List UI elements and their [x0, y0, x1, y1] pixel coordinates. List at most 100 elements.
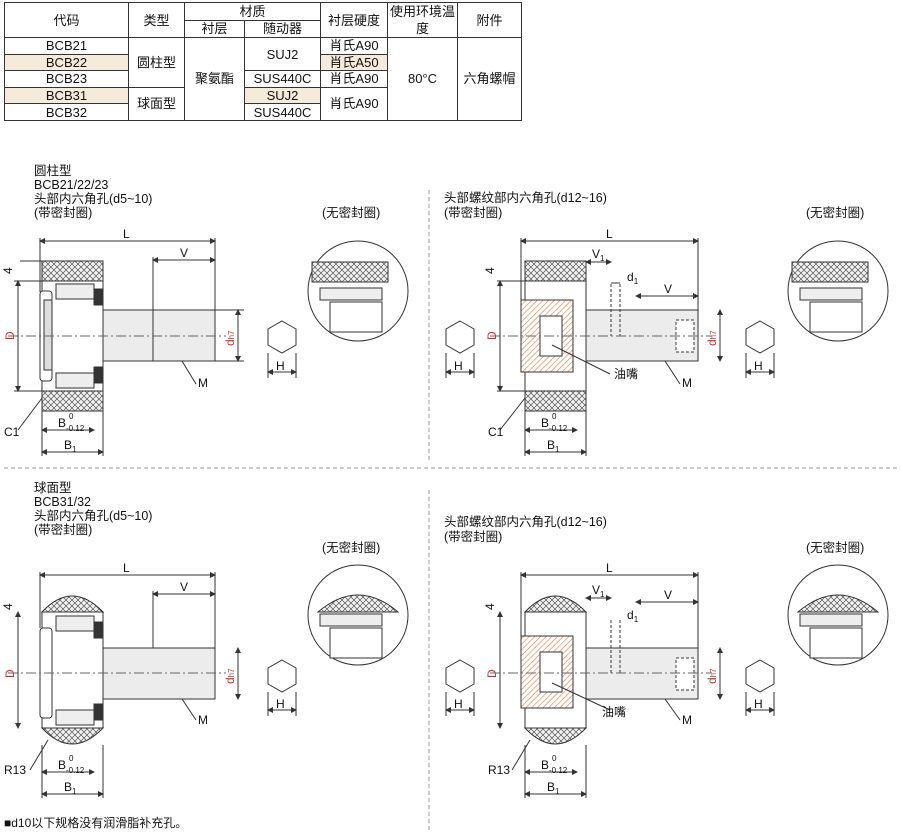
type-sphere: 球面型 [128, 86, 185, 121]
hardness-value: 肖氏A90 [320, 37, 388, 55]
dim-B-upper: 0 [552, 754, 557, 763]
dim-B-upper: 0 [69, 754, 74, 763]
dim-C1: C1 [4, 425, 20, 439]
sph-right-detail [787, 564, 889, 666]
spec-table: 代码 类型 材质 衬层硬度 使用环境温度 附件 衬层 随动器 BCB21 圆柱型… [4, 2, 522, 121]
dim-dh7: dh7 [223, 668, 237, 684]
header-code: 代码 [4, 2, 129, 38]
dim-M: M [198, 376, 208, 390]
dim-B: B-0.12 [541, 416, 568, 433]
cyl-right-drawing [490, 238, 723, 456]
dim-dh7: dh7 [223, 330, 237, 346]
sph-thread-desc: 头部螺纹部内六角孔(d12~16) [444, 515, 607, 529]
dim-B: B-0.12 [541, 758, 568, 775]
sph-unsealed: (无密封圈) [322, 541, 381, 555]
dim-H: H [276, 697, 285, 711]
cyl-unsealed: (无密封圈) [322, 206, 381, 220]
cyl-title: 圆柱型 [34, 164, 72, 178]
cyl-thread-sealed: (带密封圈) [444, 206, 503, 220]
dim-H: H [276, 359, 285, 373]
sph-right-drawing [490, 572, 723, 798]
dim-B-upper: 0 [69, 412, 74, 421]
cyl-left-detail [307, 240, 409, 342]
dim-L: L [606, 227, 613, 241]
dim-L: L [606, 561, 613, 575]
cyl-desc: 头部内六角孔(d5~10) [34, 192, 153, 206]
dim-4: 4 [483, 603, 497, 610]
header-material: 材质 [184, 2, 321, 21]
row-code: BCB22 [4, 53, 129, 72]
dim-D: D [485, 331, 499, 340]
dim-d1: d1 [627, 270, 639, 286]
hardness-value: 肖氏A90 [320, 70, 388, 88]
header-hardness: 衬层硬度 [320, 2, 388, 38]
accessory-value: 六角螺帽 [457, 37, 522, 121]
dim-B1: B1 [547, 780, 560, 796]
sph-thread-unsealed: (无密封圈) [806, 541, 865, 555]
dim-D: D [3, 669, 17, 678]
sph-left-hex [267, 659, 297, 716]
dim-C1: C1 [488, 425, 504, 439]
dim-dh7: dh7 [705, 330, 719, 346]
dim-D: D [485, 669, 499, 678]
dim-R13: R13 [488, 763, 510, 777]
cyl-thread-unsealed: (无密封圈) [806, 206, 865, 220]
dim-B1: B1 [64, 780, 77, 796]
dim-B1: B1 [64, 438, 77, 454]
header-accessory: 附件 [457, 2, 522, 38]
dim-H: H [754, 359, 763, 373]
sph-right-hex-left [445, 659, 475, 716]
follower-sus: SUS440C [244, 103, 321, 121]
follower-suj2: SUJ2 [244, 86, 321, 105]
sph-thread-sealed: (带密封圈) [444, 530, 503, 544]
cyl-left-drawing [8, 238, 244, 456]
cyl-codes: BCB21/22/23 [34, 178, 109, 192]
sph-right-hex-right [745, 659, 775, 716]
dim-H: H [454, 697, 463, 711]
follower-suj2: SUJ2 [244, 36, 321, 72]
dim-M: M [198, 713, 208, 727]
sph-left-drawing [8, 572, 241, 798]
dim-L: L [123, 561, 130, 575]
sph-codes: BCB31/32 [34, 495, 91, 509]
dim-R13: R13 [4, 763, 26, 777]
dim-4: 4 [1, 267, 15, 274]
sph-desc: 头部内六角孔(d5~10) [34, 509, 153, 523]
header-follower: 随动器 [244, 19, 321, 38]
dim-V: V [180, 246, 188, 260]
dim-H: H [454, 359, 463, 373]
sph-left-detail [307, 564, 409, 666]
dim-4: 4 [483, 267, 497, 274]
dim-V: V [664, 588, 672, 602]
dim-dh7: dh7 [705, 668, 719, 684]
dim-V: V [180, 580, 188, 594]
dim-M: M [682, 376, 692, 390]
dim-B: B-0.12 [58, 758, 85, 775]
dim-B-upper: 0 [552, 412, 557, 421]
footnote: ■d10以下规格没有润滑脂补充孔。 [4, 816, 188, 830]
cyl-left-hex [267, 320, 297, 378]
cyl-right-hex-left [445, 320, 475, 378]
dim-B: B-0.12 [58, 416, 85, 433]
sph-title: 球面型 [34, 481, 72, 495]
sph-sealed: (带密封圈) [34, 523, 93, 537]
cyl-sealed: (带密封圈) [34, 206, 93, 220]
dim-V1: V1 [592, 583, 605, 599]
temp-value: 80°C [387, 37, 458, 121]
cyl-thread-desc: 头部螺纹部内六角孔(d12~16) [444, 191, 607, 205]
header-liner: 衬层 [184, 19, 245, 38]
dim-d1: d1 [627, 608, 639, 624]
dim-L: L [123, 227, 130, 241]
dim-M: M [682, 713, 692, 727]
dim-D: D [3, 331, 17, 340]
dim-V1: V1 [592, 247, 605, 263]
hardness-value: 肖氏A90 [320, 86, 388, 121]
row-code: BCB32 [4, 103, 129, 121]
dim-V: V [664, 282, 672, 296]
dim-nozzle: 油嘴 [602, 705, 626, 719]
dim-H: H [754, 697, 763, 711]
header-temp: 使用环境温度 [387, 2, 458, 38]
dim-4: 4 [1, 603, 15, 610]
dim-B1: B1 [547, 438, 560, 454]
